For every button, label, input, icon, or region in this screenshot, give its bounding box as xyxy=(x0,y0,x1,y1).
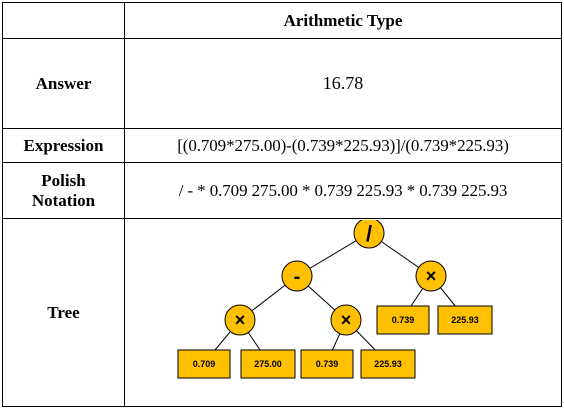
leaf-box-5 xyxy=(376,305,430,334)
minus-node xyxy=(281,260,313,291)
leaf-value-3: 0.739 xyxy=(316,359,339,369)
polish-label-line1: Polish xyxy=(41,170,86,190)
leaf-box-3 xyxy=(300,349,354,378)
polish-label: Polish Notation xyxy=(2,162,125,219)
times-right-node xyxy=(415,260,447,291)
header-left-cell xyxy=(2,2,125,39)
leaf-box-2 xyxy=(240,349,296,378)
leaf-box-1 xyxy=(177,349,231,378)
expression-value: [(0.709*275.00)-(0.739*225.93)]/(0.739*2… xyxy=(124,128,562,163)
times-left-node xyxy=(224,304,256,335)
operator-nodes: / - × × × xyxy=(224,219,447,335)
tree-edges xyxy=(204,232,466,362)
times-mid-operator: × xyxy=(341,310,352,330)
answer-label: Answer xyxy=(2,38,125,129)
tree-label: Tree xyxy=(2,218,125,407)
leaf-box-4 xyxy=(360,349,416,378)
leaf-nodes: 0.709 275.00 0.739 225.93 0.739 225.93 xyxy=(177,305,493,378)
minus-operator: - xyxy=(294,266,301,288)
leaf-value-1: 0.709 xyxy=(193,359,216,369)
polish-value: / - * 0.709 275.00 * 0.739 225.93 * 0.73… xyxy=(124,162,562,219)
leaf-value-4: 225.93 xyxy=(374,359,402,369)
leaf-box-6 xyxy=(437,305,493,334)
expression-label: Expression xyxy=(2,128,125,163)
polish-row: Polish Notation / - * 0.709 275.00 * 0.7… xyxy=(2,162,562,219)
answer-row: Answer 16.78 xyxy=(2,38,562,129)
leaf-value-2: 275.00 xyxy=(254,359,282,369)
tree-cell: / - × × × 0.709 275.00 0.739 xyxy=(124,218,562,407)
times-left-operator: × xyxy=(235,310,246,330)
root-operator: / xyxy=(366,221,372,246)
header-title: Arithmetic Type xyxy=(124,2,562,39)
root-node xyxy=(353,219,385,248)
tree-row: Tree / xyxy=(2,218,562,407)
polish-label-line2: Notation xyxy=(31,190,96,210)
times-mid-node xyxy=(330,304,362,335)
times-right-operator: × xyxy=(426,266,437,286)
expression-row: Expression [(0.709*275.00)-(0.739*225.93… xyxy=(2,128,562,163)
leaf-value-5: 0.739 xyxy=(392,315,415,325)
leaf-value-6: 225.93 xyxy=(451,315,479,325)
expression-tree-diagram: / - × × × 0.709 275.00 0.739 xyxy=(177,219,493,378)
header-row: Arithmetic Type xyxy=(2,2,562,39)
answer-value: 16.78 xyxy=(124,38,562,129)
